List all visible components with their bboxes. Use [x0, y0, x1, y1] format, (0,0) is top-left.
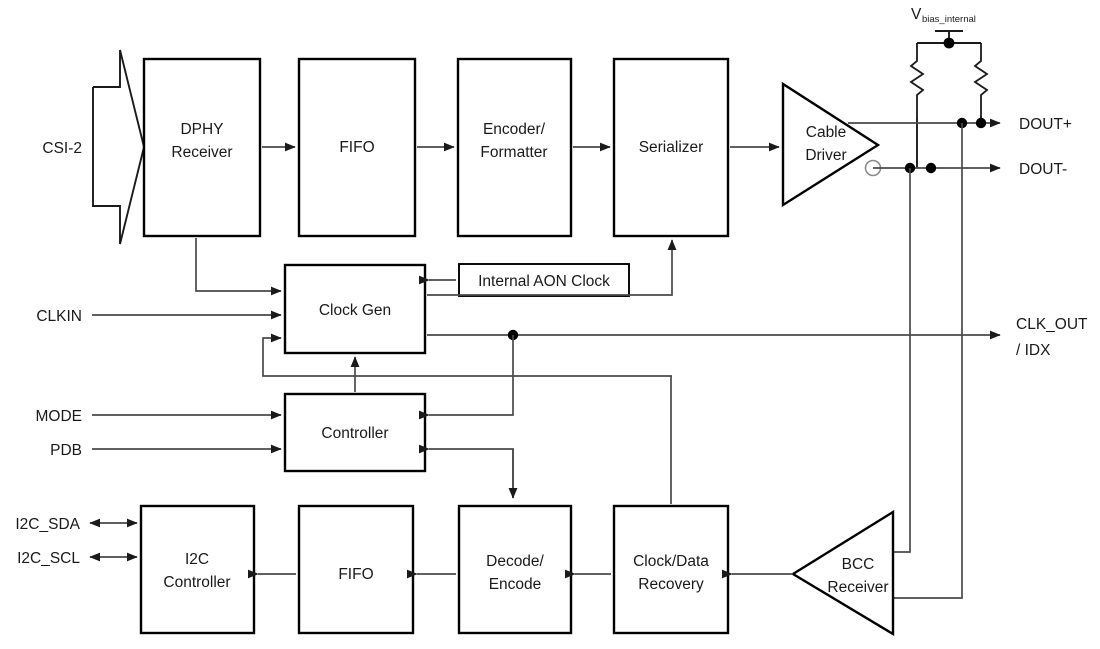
wire-doutp-to-bcc-input-lower	[893, 123, 963, 599]
wire-decode-to-clockgen-feedback	[262, 333, 672, 377]
block-label-encoder-line2: Formatter	[480, 144, 547, 161]
port-label-doutp: DOUT+	[1019, 116, 1072, 133]
port-label-i2c-sda: I2C_SDA	[15, 516, 80, 533]
block-serializer[interactable]	[612, 57, 730, 238]
wire-clockgen-to-serializer	[427, 239, 677, 296]
supply-vbias-internal	[909, 30, 989, 117]
port-label-doutn: DOUT-	[1019, 161, 1067, 178]
block-i2c-controller[interactable]	[139, 504, 256, 635]
block-label-cdr-line2: Recovery	[638, 576, 704, 593]
wire-dphy-to-clockgen	[195, 238, 282, 296]
wire-decode-to-controller	[418, 444, 514, 498]
block-encoder-formatter[interactable]	[456, 57, 573, 238]
csi2-bus-arrow-icon	[92, 49, 145, 245]
block-label-cable-driver-line2: Driver	[805, 147, 846, 164]
junction-dot-doutn-bias	[925, 162, 937, 174]
block-decode-encode[interactable]	[457, 504, 573, 635]
block-label-controller: Controller	[321, 425, 388, 442]
block-dphy-receiver[interactable]	[142, 57, 262, 238]
block-label-dphy-line2: Receiver	[171, 144, 232, 161]
port-label-pdb: PDB	[50, 442, 82, 459]
port-label-csi2: CSI-2	[42, 140, 82, 157]
block-bcc-receiver[interactable]	[790, 509, 895, 637]
block-label-serializer: Serializer	[639, 139, 704, 156]
block-label-i2c-line1: I2C	[185, 551, 209, 568]
port-label-clkin: CLKIN	[36, 308, 82, 325]
block-label-bcc-line2: Receiver	[827, 579, 888, 596]
block-cable-driver[interactable]	[781, 81, 882, 208]
block-label-fifo-top: FIFO	[339, 139, 374, 156]
block-label-decode-line1: Decode/	[486, 553, 544, 570]
wire-clkout-tap-to-controller	[418, 335, 514, 420]
block-clock-data-recovery[interactable]	[612, 504, 730, 635]
resistor-right-icon	[973, 43, 989, 117]
block-clock-gen[interactable]	[283, 263, 427, 355]
block-internal-aon-clock[interactable]	[458, 263, 630, 297]
block-label-cable-driver-line1: Cable	[806, 124, 847, 141]
block-fifo-bottom[interactable]	[297, 504, 415, 635]
supply-label-vbias-sub: bias_internal	[922, 14, 976, 25]
port-label-i2c-scl: I2C_SCL	[17, 550, 80, 567]
resistor-left-icon	[909, 43, 925, 117]
wire-doutn-to-bcc-input-upper	[893, 168, 911, 553]
block-label-internal-aon-clock: Internal AON Clock	[478, 273, 610, 290]
port-label-clkout-line1: CLK_OUT	[1016, 316, 1088, 333]
block-label-i2c-line2: Controller	[163, 574, 230, 591]
block-controller[interactable]	[283, 392, 427, 473]
block-label-dphy-line1: DPHY	[180, 121, 223, 138]
supply-label-vbias-main: V	[911, 6, 922, 23]
block-label-fifo-bottom: FIFO	[338, 566, 373, 583]
port-label-clkout-line2: / IDX	[1016, 342, 1051, 359]
port-label-mode: MODE	[36, 408, 83, 425]
block-fifo-top[interactable]	[297, 57, 417, 238]
block-label-decode-line2: Encode	[489, 576, 542, 593]
junction-dot-doutp-bias	[975, 117, 987, 129]
block-label-cdr-line1: Clock/Data	[633, 553, 709, 570]
block-label-bcc-line1: BCC	[842, 556, 875, 573]
junction-dot	[943, 37, 955, 49]
block-label-clock-gen: Clock Gen	[319, 302, 391, 319]
block-label-encoder-line1: Encoder/	[483, 121, 546, 138]
